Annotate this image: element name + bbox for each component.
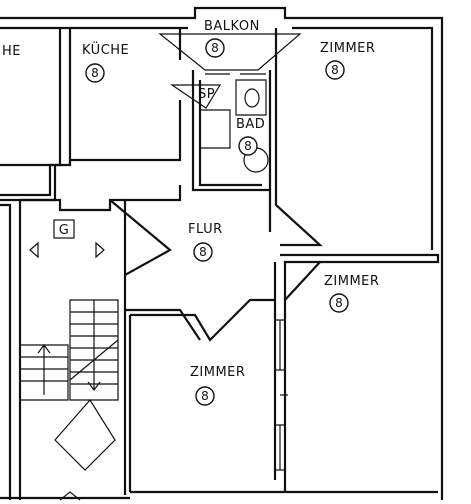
room-speisekammer: SP xyxy=(198,87,215,102)
room-label: BAD xyxy=(236,117,265,132)
room-balkon: BALKON 8 xyxy=(204,19,260,58)
unit-number: 8 xyxy=(335,296,343,310)
hallway-walls xyxy=(125,185,440,492)
room-label: HE xyxy=(2,44,21,59)
stairwell-walls xyxy=(0,198,172,501)
balcony-and-bath-walls xyxy=(158,28,323,247)
room-label: SP xyxy=(198,87,215,102)
room-label: ZIMMER xyxy=(324,274,379,289)
unit-number: 8 xyxy=(199,245,207,259)
room-label: BALKON xyxy=(204,19,260,34)
unit-number: 8 xyxy=(91,66,99,80)
room-bad: BAD 8 xyxy=(236,117,265,156)
unit-number: 8 xyxy=(201,389,209,403)
room-label: KÜCHE xyxy=(82,41,129,58)
room-partial-left: HE xyxy=(2,44,21,59)
stairwell-marker: G xyxy=(53,219,75,239)
room-zimmer-mid-right: ZIMMER 8 xyxy=(324,274,379,313)
unit-number: 8 xyxy=(211,41,219,55)
unit-number: 8 xyxy=(244,139,252,153)
room-flur: FLUR 8 xyxy=(188,222,223,262)
room-kueche: KÜCHE 8 xyxy=(82,41,129,83)
room-zimmer-top-right: ZIMMER 8 xyxy=(320,41,375,80)
room-label: ZIMMER xyxy=(190,365,245,380)
room-zimmer-bottom: ZIMMER 8 xyxy=(190,365,245,406)
unit-number: 8 xyxy=(331,63,339,77)
room-label: ZIMMER xyxy=(320,41,375,56)
stairwell-label: G xyxy=(59,223,70,238)
room-label: FLUR xyxy=(188,222,223,237)
